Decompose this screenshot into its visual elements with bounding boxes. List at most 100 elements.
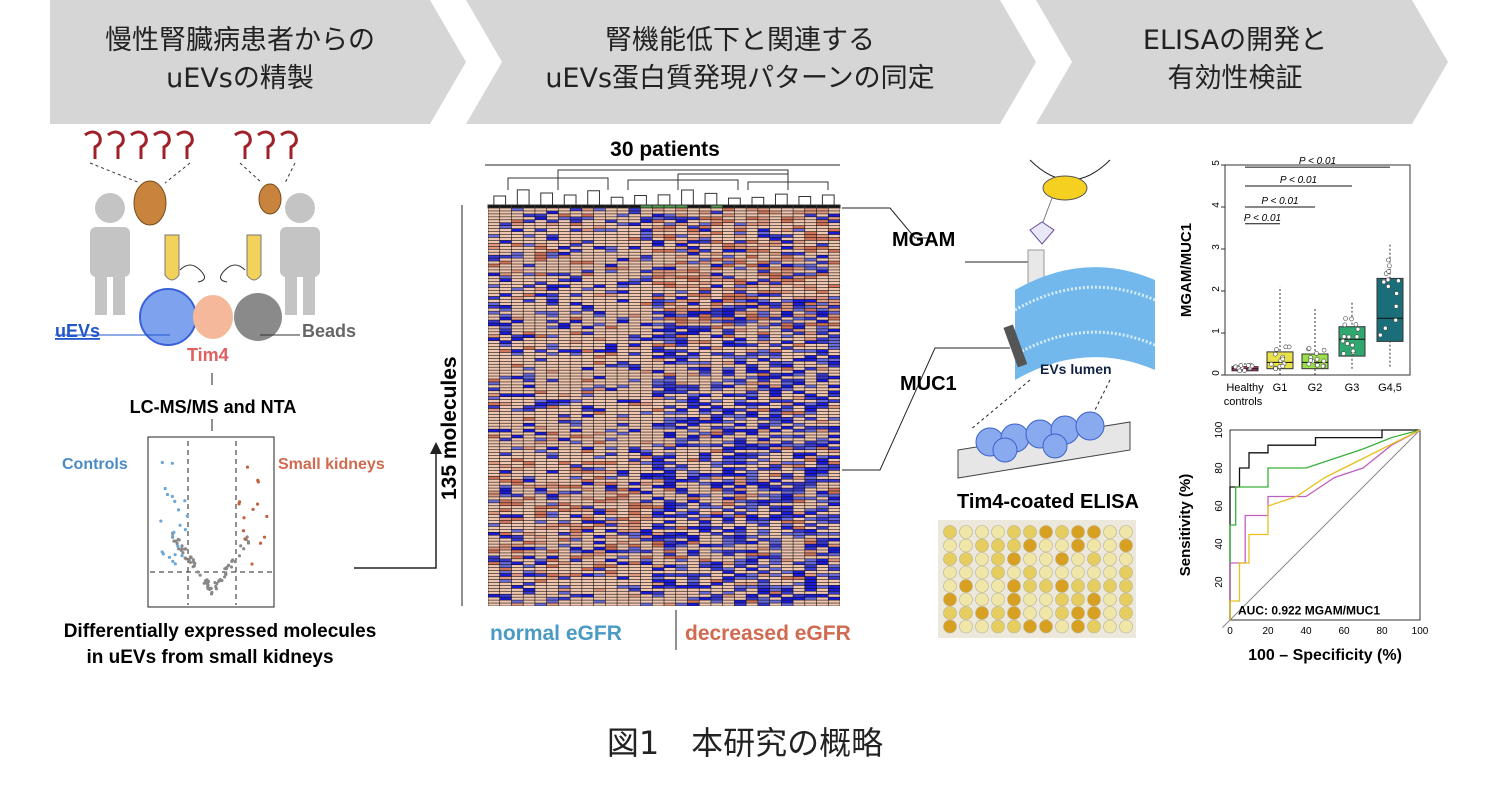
heatmap-cell [711,323,723,326]
heatmap-cell [769,305,782,308]
heatmap-cell [722,520,735,524]
heatmap-cell [676,603,688,606]
heatmap-cell [793,296,805,300]
heatmap-cell [500,450,512,453]
heatmap-cell [781,423,793,426]
heatmap-cell [593,326,606,329]
heatmap-cell [523,382,535,385]
heatmap-cell [629,452,641,456]
heatmap-cell [558,506,570,509]
heatmap-cell [722,559,735,562]
heatmap-cell [546,255,559,258]
volcano-dot-controls [185,514,189,518]
heatmap-cell [617,426,629,429]
heatmap-cell [640,299,652,303]
heatmap-cell [511,476,523,479]
heatmap-cell [570,520,582,524]
heatmap-cell [828,435,840,438]
heatmap-cell [687,385,699,388]
heatmap-cell [664,302,676,305]
heatmap-cell [769,520,782,524]
heatmap-cell [488,514,500,518]
heatmap-cell [500,208,512,211]
heatmap-cell [488,388,500,391]
heatmap-cell [546,352,559,356]
heatmap-cell [769,258,782,261]
heatmap-cell [500,476,512,479]
heatmap-cell [816,358,828,362]
volcano-dot-controls [167,555,172,559]
heatmap-cell [711,588,723,591]
heatmap-cell [664,600,676,603]
heatmap-cell [816,450,828,453]
heatmap-cell [746,385,758,388]
heatmap-cell [687,423,699,426]
heatmap-cell [781,364,793,367]
heatmap-cell [617,417,629,420]
heatmap-cell [629,565,641,568]
heatmap-cell [805,273,817,276]
heatmap-cell [722,335,735,338]
heatmap-cell [511,550,523,553]
heatmap-cell [523,464,535,468]
heatmap-cell [687,565,699,568]
heatmap-cell [687,388,699,391]
plate-well [1119,525,1133,539]
heatmap-cell [664,361,676,364]
heatmap-cell [488,600,500,603]
heatmap-cell [640,376,652,379]
heatmap-cell [828,326,840,329]
heatmap-cell [546,217,559,220]
heatmap-cell [558,585,570,589]
heatmap-cell [640,279,652,282]
heatmap-cell [546,538,559,541]
heatmap-cell [617,267,629,270]
heatmap-cell [488,588,500,591]
heatmap-cell [793,556,805,559]
heatmap-cell [793,497,805,500]
heatmap-cell [535,506,547,509]
heatmap-cell [582,264,594,267]
heatmap-cell [676,399,688,403]
heatmap-cell [570,562,582,565]
heatmap-cell [629,308,641,311]
heatmap-cell [640,293,652,297]
heatmap-cell [500,214,512,217]
heatmap-cell [511,529,523,532]
heatmap-cell [722,567,735,571]
heatmap-cell [781,562,793,565]
heatmap-cell [828,349,840,353]
heatmap-cell [781,388,793,391]
heatmap-cell [511,532,523,535]
heatmap-cell [582,208,594,211]
heatmap-cell [605,432,617,435]
heatmap-cell [828,520,840,524]
heatmap-cell [500,467,512,471]
heatmap-cell [734,447,746,450]
heatmap-cell [828,497,840,500]
heatmap-cell [781,567,793,571]
zoom-line-left [969,379,1031,431]
heatmap-cell [488,373,500,376]
heatmap-cell [535,279,547,282]
heatmap-cell [699,532,711,535]
heatmap-cell [722,343,735,347]
heatmap-cell [758,414,770,418]
heatmap-cell [769,223,782,226]
heatmap-cell [629,264,641,267]
heatmap-cell [488,332,500,335]
heatmap-cell [570,355,582,359]
heatmap-cell [511,340,523,344]
heatmap-cell [664,279,676,282]
heatmap-cell [640,544,652,547]
volcano-dot-neutral [202,581,206,585]
heatmap-cell [664,452,676,456]
heatmap-cell [664,461,676,465]
heatmap-cell [629,255,641,258]
heatmap-cell [558,588,570,591]
heatmap-cell [734,234,746,238]
heatmap-cell [664,562,676,565]
heatmap-cell [816,550,828,553]
heatmap-cell [793,570,805,574]
heatmap-cell [546,547,559,550]
